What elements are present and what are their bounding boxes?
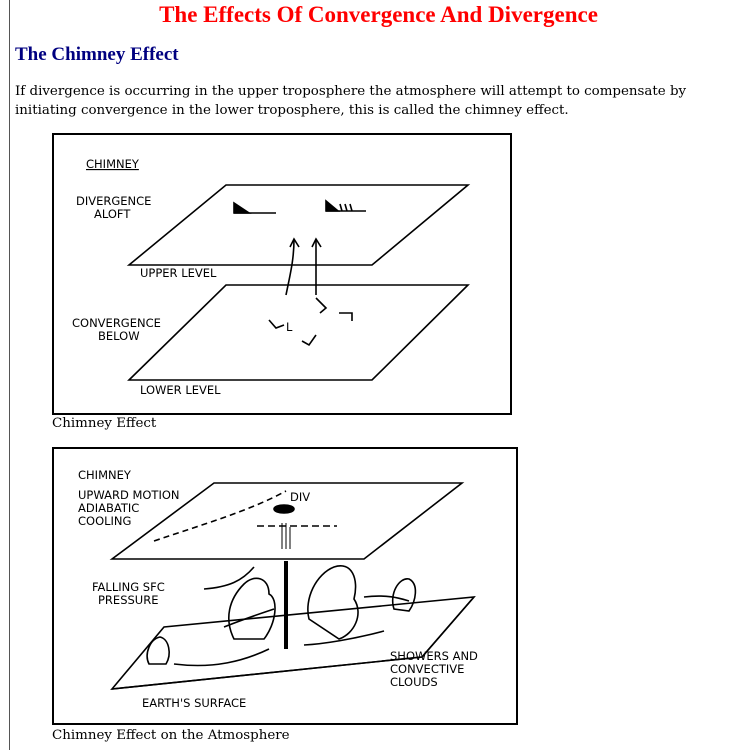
intro-paragraph: If divergence is occurring in the upper … <box>15 84 687 118</box>
fig1-title-label: CHIMNEY <box>86 157 140 171</box>
fig2-upward-label-2: ADIABATIC <box>78 501 139 515</box>
fig1-divergence-label-1: DIVERGENCE <box>76 194 151 208</box>
fig2-title-label: CHIMNEY <box>78 468 132 482</box>
fig1-convergence-label-1: CONVERGENCE <box>72 316 161 330</box>
fig2-surface-label: EARTH'S SURFACE <box>142 696 246 710</box>
fig2-falling-label-2: PRESSURE <box>98 593 158 607</box>
left-border <box>0 0 10 750</box>
upper-level-plane <box>126 184 471 266</box>
section-heading: The Chimney Effect <box>15 44 179 65</box>
fig1-upper-level-label: UPPER LEVEL <box>140 266 217 280</box>
figure1-caption: Chimney Effect <box>52 416 157 431</box>
lower-level-plane <box>127 284 470 381</box>
chimney-atmosphere-diagram: CHIMNEY UPWARD MOTION ADIABATIC COOLING … <box>52 447 518 725</box>
fig2-showers-label-3: CLOUDS <box>390 675 438 689</box>
fig2-upward-label-3: COOLING <box>78 514 131 528</box>
fig1-divergence-label-2: ALOFT <box>94 207 131 221</box>
fig2-falling-label-1: FALLING SFC <box>92 580 165 594</box>
fig1-low-symbol: L <box>286 320 293 334</box>
chimney-effect-svg: CHIMNEY DIVERGENCE ALOFT UPPER LEVEL CON… <box>72 157 471 397</box>
upper-plane <box>109 482 465 560</box>
figure2-caption: Chimney Effect on the Atmosphere <box>52 728 290 743</box>
upward-motion-curve <box>153 490 287 542</box>
chimney-atmosphere-svg: CHIMNEY UPWARD MOTION ADIABATIC COOLING … <box>78 468 478 710</box>
page-title: The Effects Of Convergence And Divergenc… <box>159 2 598 27</box>
upward-arrow-1 <box>285 238 295 296</box>
fig1-lower-level-label: LOWER LEVEL <box>140 383 221 397</box>
fig2-div-label: DIV <box>290 490 310 504</box>
fig2-upward-label-1: UPWARD MOTION <box>78 488 180 502</box>
fig1-convergence-label-2: BELOW <box>98 329 140 343</box>
chimney-effect-diagram: CHIMNEY DIVERGENCE ALOFT UPPER LEVEL CON… <box>52 133 512 415</box>
fig2-showers-label-1: SHOWERS AND <box>390 649 478 663</box>
fig2-showers-label-2: CONVECTIVE <box>390 662 464 676</box>
